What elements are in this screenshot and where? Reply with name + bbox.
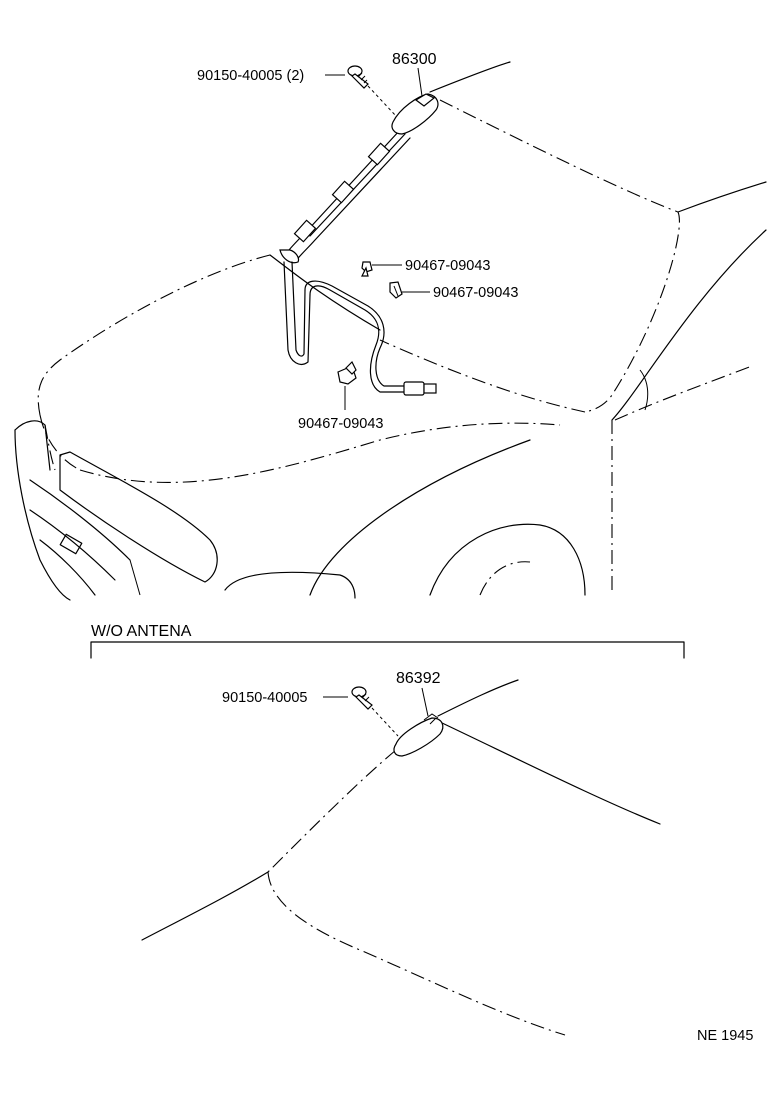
windshield-bottom-edge	[379, 339, 586, 413]
front-lower-4	[39, 539, 96, 596]
leader-lower-cover	[421, 687, 429, 717]
wheel-arch	[429, 523, 586, 596]
leader-upper-screw-dash	[367, 85, 397, 117]
antenna-cable-loop-2	[304, 280, 406, 387]
clamp-c	[337, 360, 357, 385]
lower-cowl	[141, 871, 269, 941]
callout-upper-screw: 90150-40005 (2)	[197, 68, 304, 84]
antenna-cable-down-2	[291, 261, 306, 357]
clamp-a	[361, 261, 373, 277]
antenna-sleeve-2	[331, 180, 355, 204]
callout-lower-screw: 90150-40005	[222, 690, 307, 706]
wheel-arch-inner	[479, 561, 531, 596]
lower-windshield-edge	[439, 721, 661, 825]
lower-a-pillar	[267, 749, 397, 873]
front-lower-6	[44, 424, 56, 471]
antenna-cable-loop	[309, 285, 406, 393]
antenna-sleeve-1	[367, 142, 391, 166]
pillar-inner	[639, 369, 649, 411]
antenna-connector-tip	[423, 383, 437, 394]
hood-front-edge	[39, 414, 81, 471]
antenna-top-cap	[414, 93, 436, 107]
grille-slot	[59, 533, 83, 555]
cover-86392	[393, 713, 444, 757]
hood-outline	[37, 254, 271, 416]
antenna-connector	[403, 381, 425, 396]
vehicle-illustration-lower	[141, 679, 661, 1036]
callout-clamp-a: 90467-09043	[405, 258, 490, 274]
bumper-curve	[224, 571, 356, 599]
clamp-b	[389, 281, 403, 299]
antenna-assembly-86300	[279, 93, 439, 396]
leader-lower-screw-dash	[371, 707, 399, 737]
antenna-lower-bend	[279, 249, 300, 264]
leader-upper-antenna	[417, 67, 423, 97]
front-lower-2	[29, 479, 131, 561]
antenna-sleeve-3	[293, 219, 317, 243]
callout-lower-cover: 86392	[396, 670, 441, 687]
antenna-mast-rib	[309, 133, 406, 237]
a-pillar	[611, 229, 767, 421]
windshield-top-edge	[429, 61, 511, 93]
antenna-cable-down	[283, 261, 311, 365]
windshield-right-edge	[439, 99, 680, 413]
roof-line	[677, 181, 767, 213]
callout-clamp-c: 90467-09043	[298, 416, 383, 432]
section-bracket	[90, 641, 685, 659]
cowl-line	[269, 254, 381, 331]
section-header: W/O ANTENA	[91, 623, 192, 640]
lower-windshield-top	[437, 679, 519, 717]
screw-lower	[351, 686, 373, 710]
front-lower-3	[29, 509, 116, 581]
grille-bar	[59, 451, 218, 583]
hood-crease	[79, 422, 561, 483]
front-fascia	[14, 420, 51, 471]
callout-upper-antenna: 86300	[392, 51, 437, 68]
front-lower-1	[14, 429, 71, 601]
lower-hood	[267, 871, 566, 1036]
antenna-mast-inner	[294, 137, 411, 263]
callout-clamp-b: 90467-09043	[433, 285, 518, 301]
figure-code: NE 1945	[697, 1028, 753, 1044]
vehicle-illustration-upper	[14, 61, 767, 601]
front-lower-5	[129, 559, 141, 596]
screw-upper	[347, 65, 369, 89]
door-line	[614, 365, 753, 421]
